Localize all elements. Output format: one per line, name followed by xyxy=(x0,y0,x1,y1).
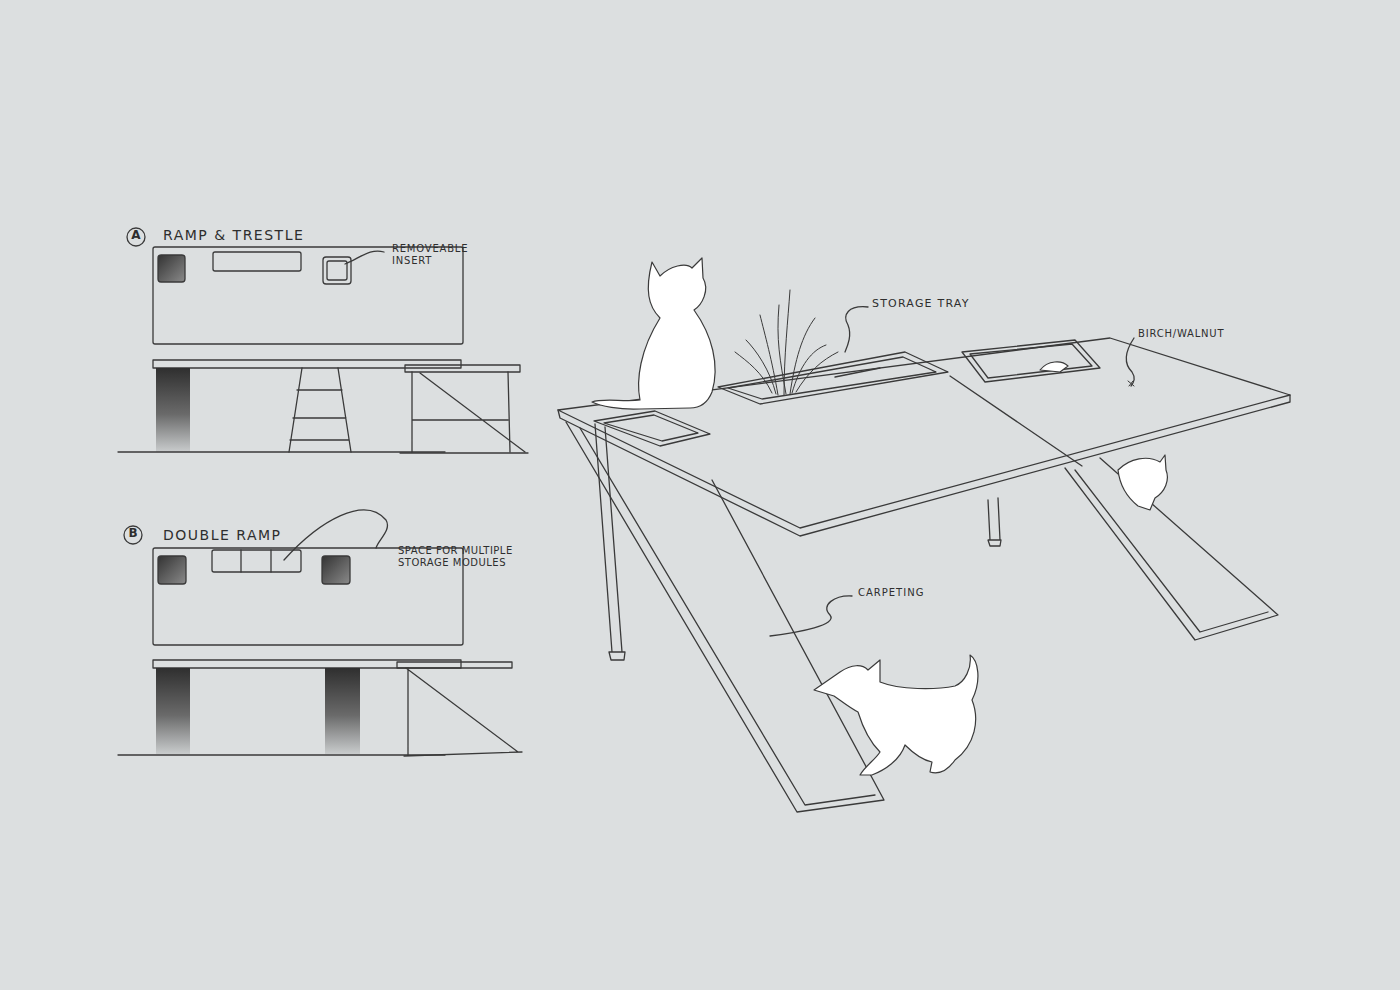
insert-square xyxy=(322,556,350,584)
leader-line xyxy=(284,510,387,560)
side-frame xyxy=(412,372,525,452)
table-leg xyxy=(595,424,625,660)
tabletop xyxy=(397,662,512,668)
tabletop xyxy=(153,360,461,368)
module-divider xyxy=(241,550,271,572)
callout-note: SPACE FOR MULTIPLE STORAGE MODULES xyxy=(398,545,526,568)
option-circle xyxy=(124,526,142,544)
grass xyxy=(735,290,838,395)
leader-line xyxy=(1126,338,1134,386)
tabletop-edge xyxy=(558,395,1290,536)
leader-line xyxy=(770,596,852,636)
insert-square xyxy=(323,257,351,284)
storage-tray xyxy=(718,352,948,404)
ground-line xyxy=(118,451,445,452)
table-leg xyxy=(988,498,1001,546)
slab-leg xyxy=(156,368,190,452)
board-seam xyxy=(950,376,1082,466)
cat-peeking xyxy=(1118,455,1167,510)
storage-slot xyxy=(213,252,301,271)
insert-square xyxy=(158,556,186,584)
pointer-mark xyxy=(1128,381,1134,386)
slab-leg xyxy=(156,668,190,754)
cat-sitting xyxy=(592,258,715,409)
callout-note: REMOVEABLE INSERT xyxy=(392,243,492,266)
insert-opening xyxy=(594,411,710,446)
cat-in-insert xyxy=(1040,362,1068,372)
tabletop xyxy=(405,365,520,372)
ramp xyxy=(1065,458,1278,640)
insert-opening xyxy=(962,340,1100,382)
kitten-climbing xyxy=(814,655,978,775)
insert-square xyxy=(158,255,185,282)
ground-line xyxy=(118,754,445,755)
insert-square xyxy=(327,261,347,280)
ramp-carpet xyxy=(580,428,875,805)
ramp-carpet xyxy=(1075,470,1268,632)
leader-line xyxy=(845,307,868,352)
option-letter: A xyxy=(130,229,142,243)
slab-leg xyxy=(325,668,360,754)
option-circle xyxy=(127,228,145,246)
callout-note: STORAGE TRAY xyxy=(872,298,1032,311)
callout-note: CARPETING xyxy=(858,587,978,599)
option-letter: B xyxy=(127,527,139,541)
trestle xyxy=(289,368,351,452)
storage-slot xyxy=(212,550,301,572)
leader-line xyxy=(345,251,384,264)
ramp xyxy=(566,422,884,812)
option-title: DOUBLE RAMP xyxy=(163,527,383,543)
tabletop xyxy=(153,660,461,668)
ground-line xyxy=(400,452,528,453)
callout-note: BIRCH/WALNUT xyxy=(1138,328,1268,340)
option-title: RAMP & TRESTLE xyxy=(163,227,383,243)
ramp-side xyxy=(404,668,522,756)
